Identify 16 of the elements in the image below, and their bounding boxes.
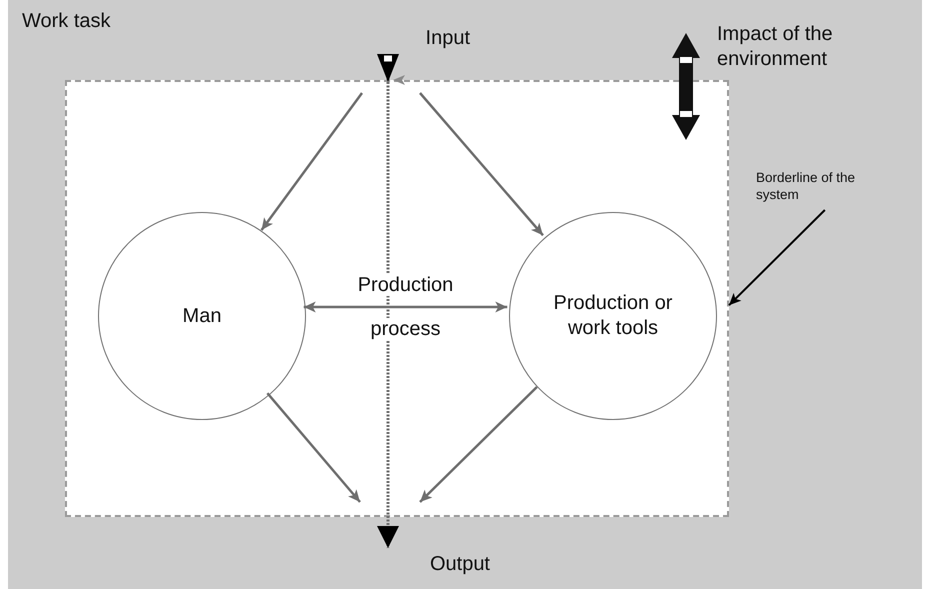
flow-arrow bbox=[377, 54, 399, 548]
callout-text: Borderline of the system bbox=[756, 170, 856, 204]
arrow bbox=[419, 386, 538, 503]
arrow bbox=[260, 92, 363, 231]
leader-arrow bbox=[728, 209, 826, 306]
arrow bbox=[304, 302, 508, 312]
arrow bbox=[419, 92, 544, 236]
node-label: Man bbox=[182, 304, 222, 328]
system-boundary-box bbox=[65, 80, 729, 517]
area-title: Work task bbox=[22, 10, 111, 33]
arrow bbox=[266, 392, 361, 503]
work-area-panel bbox=[8, 0, 922, 589]
flow-label: Input bbox=[426, 26, 470, 50]
annotation-text: Impact of the environment bbox=[717, 22, 834, 72]
flow-label: Output bbox=[430, 552, 490, 576]
node-label: Production or work tools bbox=[552, 291, 674, 341]
